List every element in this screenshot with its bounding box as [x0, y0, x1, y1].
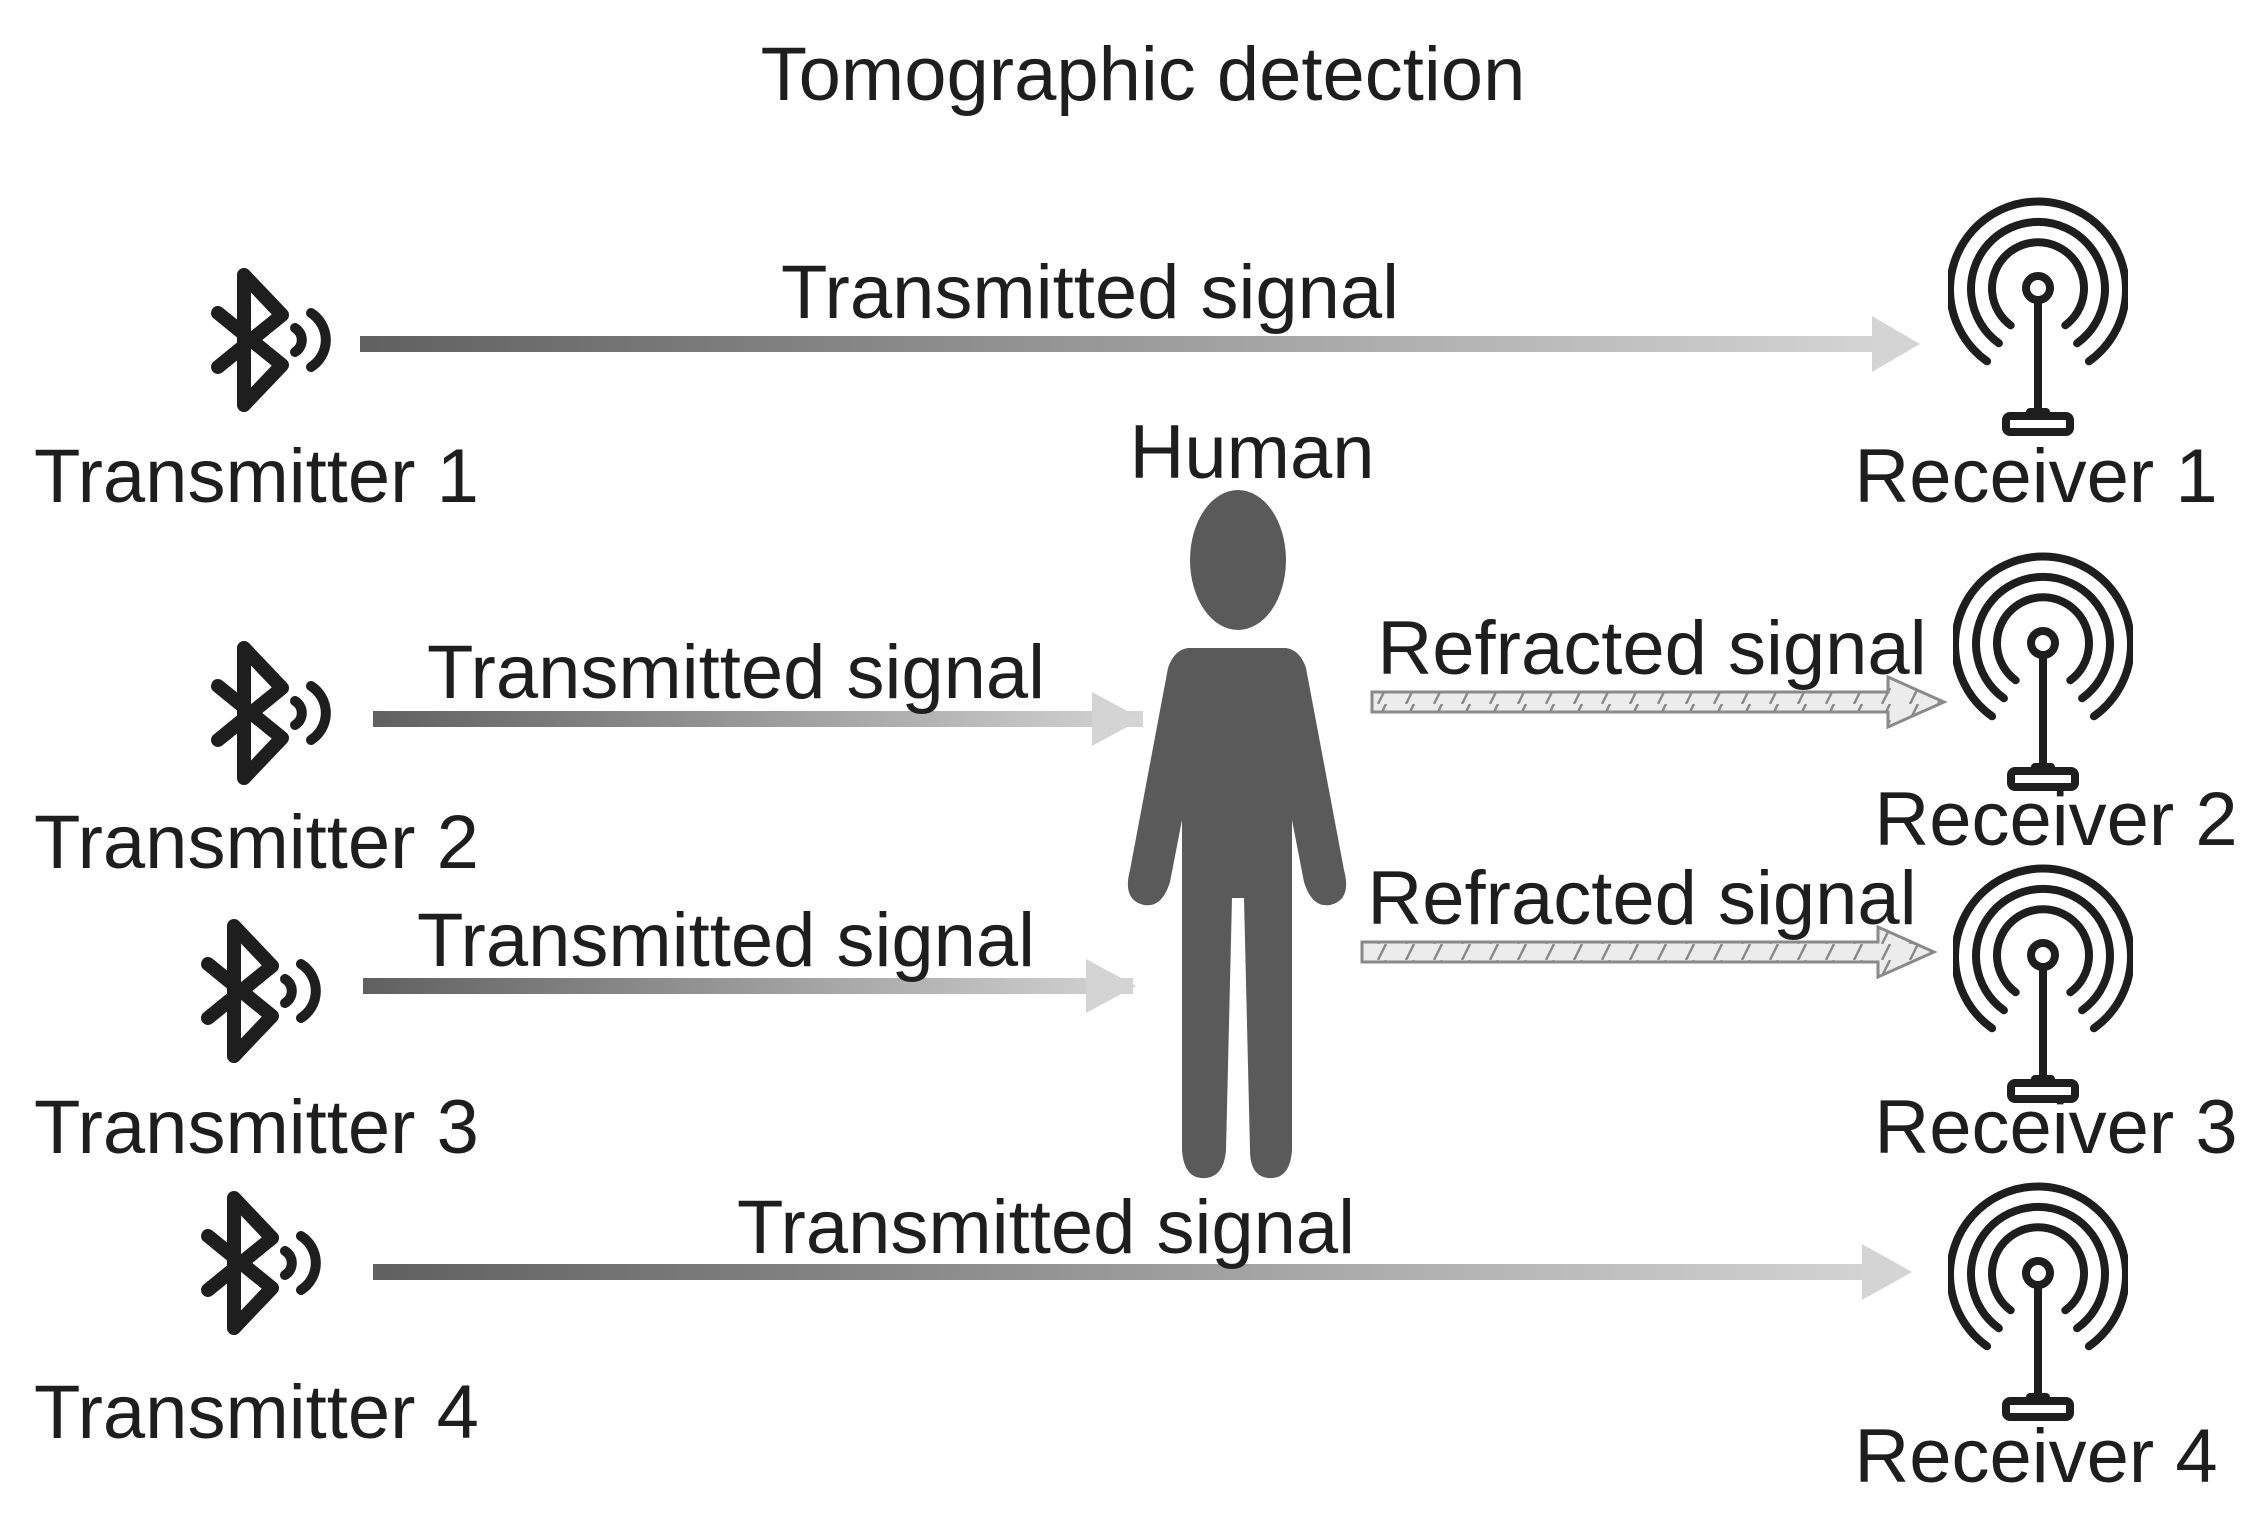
signal-label-4: Transmitted signal [737, 1185, 1355, 1270]
signal-label-1: Transmitted signal [781, 250, 1399, 335]
signal-arrow-2 [373, 692, 1143, 746]
transmitter-label-4: Transmitter 4 [34, 1370, 479, 1455]
bluetooth-icon-4 [208, 1198, 316, 1328]
refracted-label-2: Refracted signal [1377, 606, 1926, 691]
bluetooth-icon-2 [218, 648, 326, 778]
transmitter-label-3: Transmitter 3 [34, 1085, 479, 1170]
signal-label-3: Transmitted signal [417, 898, 1035, 983]
transmitter-label-1: Transmitter 1 [34, 434, 479, 519]
signal-arrow-4 [373, 1244, 1912, 1300]
signal-arrow-1 [360, 316, 1920, 372]
refracted-arrow-2 [1370, 674, 1948, 730]
transmitter-label-2: Transmitter 2 [34, 800, 479, 885]
signal-arrow-3 [363, 959, 1136, 1013]
refracted-arrow-3 [1360, 924, 1938, 980]
refracted-label-3: Refracted signal [1367, 856, 1916, 941]
page-title: Tomographic detection [761, 32, 1526, 117]
receiver-label-3: Receiver 3 [1874, 1085, 2237, 1170]
bluetooth-icon-3 [208, 926, 316, 1056]
receiver-label-4: Receiver 4 [1854, 1414, 2217, 1499]
antenna-icon-2 [1955, 557, 2131, 787]
receiver-label-1: Receiver 1 [1854, 434, 2217, 519]
antenna-icon-4 [1950, 1187, 2126, 1417]
antenna-icon-1 [1950, 202, 2126, 432]
bluetooth-icon-1 [218, 275, 326, 405]
human-figure [1127, 490, 1347, 1179]
receiver-label-2: Receiver 2 [1874, 777, 2237, 862]
human-label: Human [1130, 410, 1375, 495]
signal-label-2: Transmitted signal [427, 630, 1045, 715]
antenna-icon-3 [1955, 869, 2131, 1099]
